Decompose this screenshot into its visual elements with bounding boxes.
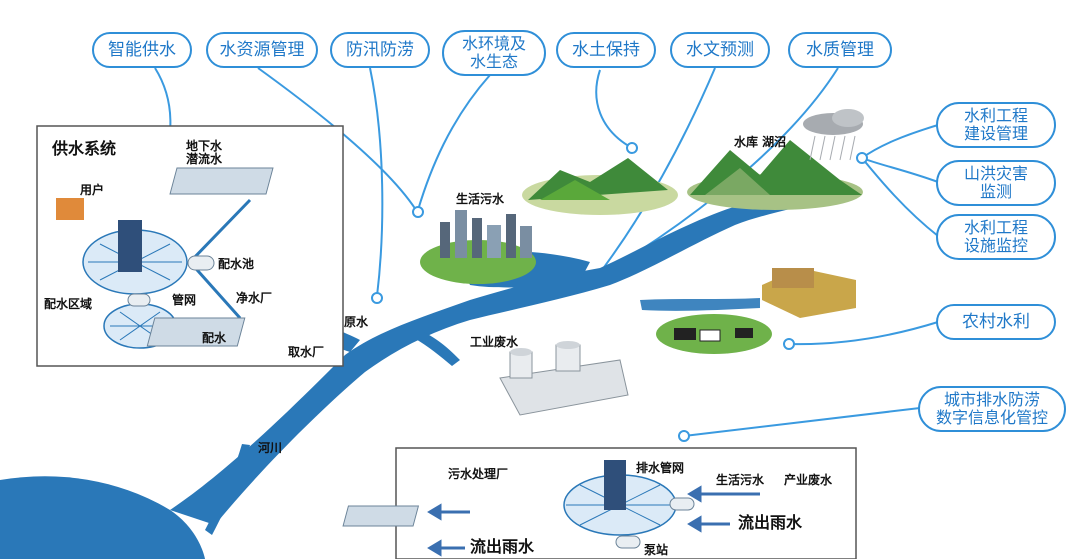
label-industrial-wastewater: 工业废水	[470, 335, 519, 349]
pill-rural-water-conservancy[interactable]: 农村水利	[936, 304, 1056, 340]
label-user: 用户	[80, 183, 105, 197]
pill-flood-control[interactable]: 防汛防涝	[330, 32, 430, 68]
pill-water-quality-mgmt[interactable]: 水质管理	[788, 32, 892, 68]
drainage-arrows	[427, 485, 760, 557]
factory	[499, 341, 629, 416]
label-river: 河川	[258, 441, 283, 455]
label-raw-water: 原水	[344, 315, 369, 329]
label-rain-outflow-right: 流出雨水	[738, 513, 803, 532]
pill-water-resource-mgmt[interactable]: 水资源管理	[206, 32, 318, 68]
label-reservoir-lake: 水库 湖沼	[734, 135, 787, 149]
pill-hydrological-forecast[interactable]: 水文预测	[670, 32, 770, 68]
purification-tanks	[146, 317, 246, 347]
pill-flash-flood-monitoring[interactable]: 山洪灾害 监测	[936, 160, 1056, 206]
label-distribution: 配水	[202, 331, 227, 345]
label-drainage-industrial-wastewater: 产业废水	[784, 473, 833, 487]
label-pipe-network: 管网	[172, 293, 197, 307]
label-intake-plant: 取水厂	[288, 345, 325, 359]
city-skyline	[420, 210, 536, 284]
pill-water-environment-ecology[interactable]: 水环境及 水生态	[442, 30, 546, 76]
drainage-network-grid	[342, 460, 695, 549]
groundwater-tanks	[169, 167, 274, 195]
label-water-plant: 净水厂	[236, 291, 273, 305]
label-pump: 泵站	[644, 543, 669, 557]
pill-smart-water-supply[interactable]: 智能供水	[92, 32, 192, 68]
pill-hydraulic-construction-mgmt[interactable]: 水利工程 建设管理	[936, 102, 1056, 148]
farm-field	[762, 268, 856, 318]
label-sewage-plant: 污水处理厂	[448, 467, 509, 481]
distribution-pool-tank	[187, 255, 215, 271]
supply-tower-building	[118, 220, 142, 272]
supply-pipes	[188, 198, 252, 319]
pill-urban-drainage-digital[interactable]: 城市排水防涝 数字信息化管控	[918, 386, 1066, 432]
pasture	[656, 314, 772, 354]
label-groundwater: 地下水 潜流水	[186, 139, 223, 166]
user-house	[56, 198, 84, 220]
green-hills	[522, 158, 678, 215]
area-tank	[127, 293, 151, 307]
label-drain-network: 排水管网	[636, 461, 685, 475]
label-rain-outflow-left: 流出雨水	[470, 537, 535, 556]
label-domestic-sewage: 生活污水	[456, 192, 505, 206]
pill-soil-water-conservation[interactable]: 水土保持	[556, 32, 656, 68]
pill-hydraulic-facility-monitoring[interactable]: 水利工程 设施监控	[936, 214, 1056, 260]
reservoir-mountains	[687, 140, 863, 210]
label-distribution-area: 配水区域	[44, 297, 93, 311]
supply-system-title: 供水系统	[52, 139, 117, 158]
rain-cloud	[803, 109, 864, 161]
label-drainage-domestic-sewage: 生活污水	[716, 473, 765, 487]
label-distribution-pool: 配水池	[218, 257, 255, 271]
